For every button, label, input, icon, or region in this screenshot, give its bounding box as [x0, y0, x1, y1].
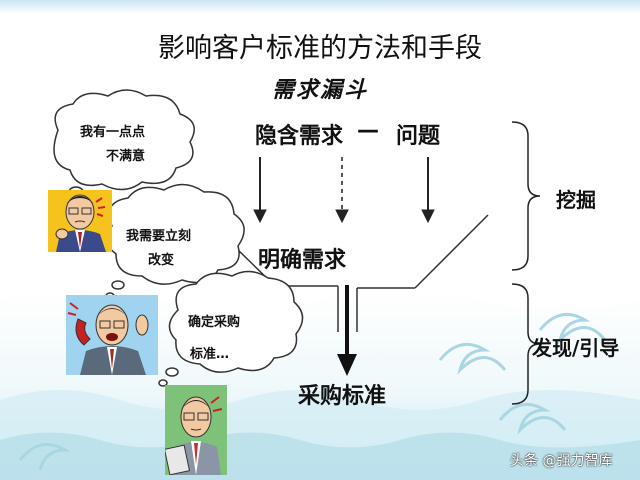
dash-separator: — — [357, 118, 379, 143]
funnel-down-arrow — [337, 285, 357, 376]
slide-subtitle: 需求漏斗 — [271, 77, 368, 103]
explicit-need-label: 明确需求 — [258, 248, 347, 273]
right-brackets — [511, 121, 541, 405]
bubble1-line2: 不满意 — [106, 149, 146, 164]
thought-bubble-3 — [158, 270, 304, 387]
bubble3-line2: 标准… — [190, 347, 230, 362]
bubble2-line2: 改变 — [148, 253, 175, 268]
top-bar — [0, 0, 640, 14]
wave-pattern — [0, 290, 640, 480]
purchase-standard-label: 采购标准 — [298, 384, 387, 409]
problem-label: 问题 — [396, 124, 441, 149]
funnel-arrows — [253, 157, 435, 224]
bubble2-line1: 我需要立刻 — [126, 229, 192, 244]
dig-label: 挖掘 — [556, 188, 596, 212]
thought-bubble-1 — [53, 89, 195, 209]
phone-man-illustration — [66, 295, 158, 375]
bubble1-line1: 我有一点点 — [80, 125, 146, 140]
watermark: 头条 @强力智库 — [510, 453, 613, 469]
slide-title: 影响客户标准的方法和手段 — [158, 33, 482, 64]
bubble3-line1: 确定采购 — [188, 315, 241, 330]
clipboard-man-illustration — [165, 385, 227, 475]
discover-guide-label: 发现/引导 — [532, 336, 620, 360]
implicit-need-label: 隐含需求 — [255, 124, 344, 149]
worried-man-illustration — [48, 190, 112, 252]
